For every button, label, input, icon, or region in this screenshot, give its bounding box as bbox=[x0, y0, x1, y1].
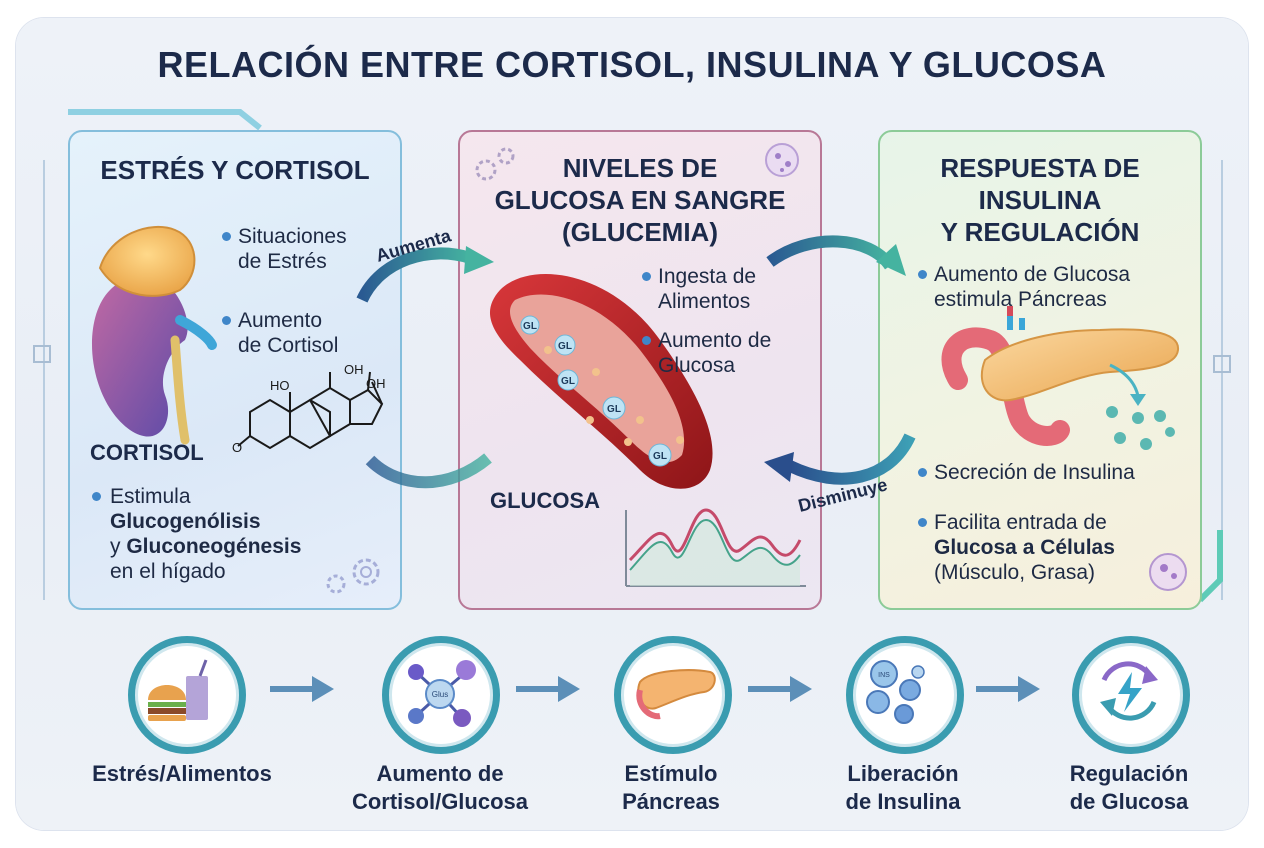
molecule-label: O bbox=[232, 440, 242, 455]
bullet-glycogenolysis: Estimula Glucogenólisis y Gluconeogénesi… bbox=[110, 485, 302, 583]
glucose-molecule: GL bbox=[607, 404, 621, 415]
panel-left-heading: ESTRÉS Y CORTISOL bbox=[100, 155, 370, 185]
glucose-molecule: GL bbox=[523, 321, 537, 332]
flow-step-stress-food bbox=[128, 636, 246, 754]
bullet-dot bbox=[918, 518, 927, 527]
pancreas-icon bbox=[636, 669, 716, 720]
bullet-insulin-secretion: Secreción de Insulina bbox=[934, 461, 1135, 484]
svg-text:Glus: Glus bbox=[432, 690, 448, 699]
cortisol-label: CORTISOL bbox=[90, 440, 204, 465]
glucose-molecule: GL bbox=[558, 341, 572, 352]
flow-arrows bbox=[270, 676, 1040, 702]
bullet-dot bbox=[92, 492, 101, 501]
food-icon bbox=[148, 659, 208, 721]
bullet-dot bbox=[642, 272, 651, 281]
molecule-label: OH bbox=[344, 362, 364, 377]
glucose-molecule: GL bbox=[561, 376, 575, 387]
arrow-head bbox=[764, 452, 794, 482]
bullet-cell-entry: Facilita entrada de Glucosa a Células (M… bbox=[934, 511, 1115, 584]
page-title: RELACIÓN ENTRE CORTISOL, INSULINA Y GLUC… bbox=[157, 44, 1107, 85]
flow-label-stress-food: Estrés/Alimentos bbox=[92, 761, 272, 786]
molecule-label: OH bbox=[366, 376, 386, 391]
regulation-cycle-icon bbox=[1100, 661, 1158, 721]
svg-text:INS: INS bbox=[878, 672, 890, 679]
flow-step-regulation bbox=[1072, 636, 1190, 754]
bullet-dot bbox=[642, 336, 651, 345]
molecule-label: HO bbox=[270, 378, 290, 393]
bullet-dot bbox=[918, 468, 927, 477]
bullet-dot bbox=[918, 270, 927, 279]
insulin-granules-icon: INS bbox=[866, 660, 925, 724]
molecule-icon: Glus bbox=[408, 660, 476, 727]
panel-mid-heading: NIVELES DE GLUCOSA EN SANGRE (GLUCEMIA) bbox=[494, 153, 786, 247]
arrow-head bbox=[876, 244, 906, 276]
panel-right-heading: RESPUESTA DE INSULINA Y REGULACIÓN bbox=[940, 153, 1140, 247]
arrow-head bbox=[464, 246, 494, 274]
glucose-label: GLUCOSA bbox=[490, 488, 600, 513]
glucose-molecule: GL bbox=[653, 451, 667, 462]
bullet-dot bbox=[222, 316, 231, 325]
bullet-dot bbox=[222, 232, 231, 241]
